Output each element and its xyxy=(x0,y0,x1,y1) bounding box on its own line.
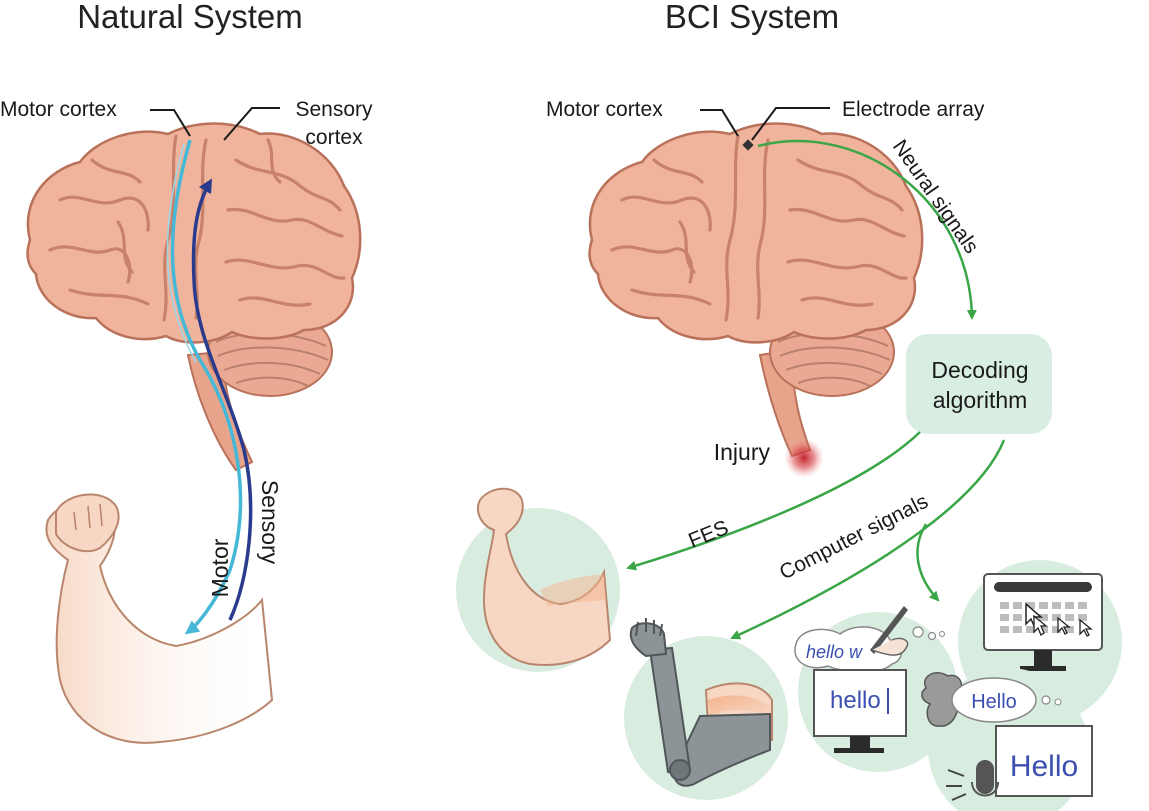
fes-label: FES xyxy=(685,516,731,553)
sound-waves-icon xyxy=(946,769,967,801)
prosthetic-arm xyxy=(629,618,773,787)
computer-signals-branch-arrow xyxy=(916,523,940,602)
speech-screen: Hello Hello xyxy=(921,672,1093,801)
natural-pathways xyxy=(166,139,253,635)
sensory-path-label: Sensory xyxy=(257,480,283,565)
decoding-algorithm-box xyxy=(906,334,1052,434)
injury-marker xyxy=(784,438,824,478)
monitor-2-text: Hello xyxy=(1010,750,1078,783)
speech-bubble-text: Hello xyxy=(971,691,1017,713)
head-profile-icon xyxy=(921,672,963,727)
pen-icon xyxy=(870,606,908,654)
decoding-algorithm-label-line2: algorithm xyxy=(933,387,1028,413)
motor-pathway xyxy=(170,139,243,635)
motor-path-label: Motor xyxy=(207,538,233,597)
fes-arm xyxy=(476,487,612,666)
cursor-screen xyxy=(983,573,1103,671)
natural-system-title: Natural System xyxy=(77,0,303,35)
neural-signals-arrow xyxy=(757,139,977,320)
natural-sensory-cortex-label-line1: Sensory xyxy=(295,98,373,121)
bci-motor-cortex-label: Motor cortex xyxy=(546,98,663,121)
bci-system-title: BCI System xyxy=(665,0,839,35)
monitor-2 xyxy=(995,725,1093,797)
fes-arrow xyxy=(626,431,921,571)
bci-brain xyxy=(588,122,924,458)
monitor-1-text: hello xyxy=(830,687,881,714)
injury-label: Injury xyxy=(714,439,771,465)
electrode-array-icon xyxy=(742,139,754,151)
natural-motor-cortex-label: Motor cortex xyxy=(0,98,117,121)
computer-signals-label: Computer signals xyxy=(776,490,932,585)
decoding-algorithm-label-line1: Decoding xyxy=(931,357,1028,383)
natural-arm xyxy=(45,493,274,744)
handwriting-text: hello w xyxy=(806,642,863,662)
microphone-icon xyxy=(976,760,994,794)
handwriting-screen: hello w hello xyxy=(794,606,945,753)
sensory-pathway xyxy=(191,178,253,621)
bci-motor-cortex-leader xyxy=(700,109,739,137)
natural-sensory-cortex-leader xyxy=(223,107,280,141)
natural-motor-cortex-leader xyxy=(150,109,191,137)
computer-signals-arrow xyxy=(730,439,1006,640)
electrode-array-leader xyxy=(751,107,830,141)
electrode-array-label: Electrode array xyxy=(842,98,985,121)
natural-sensory-cortex-label-line2: cortex xyxy=(305,126,363,149)
